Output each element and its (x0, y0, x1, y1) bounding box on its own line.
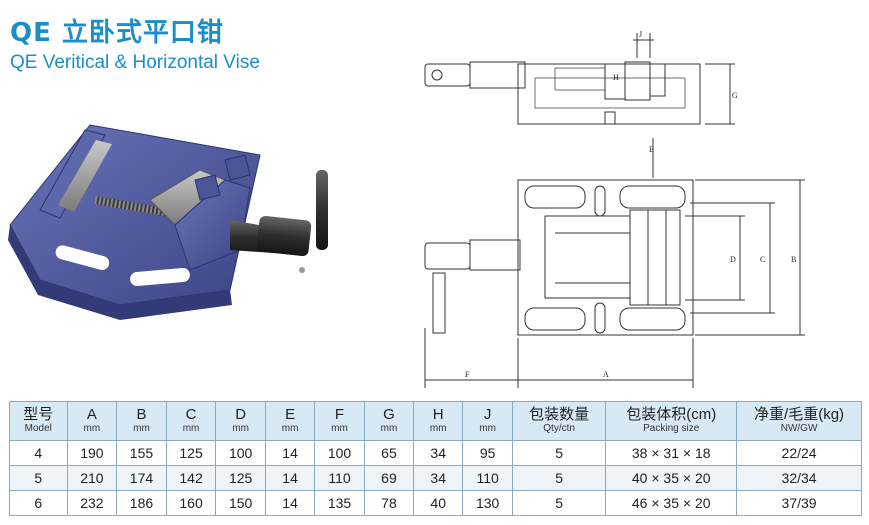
table-cell: 4 (9, 440, 68, 466)
dim-label-h: H (613, 73, 619, 82)
table-cell: 142 (165, 465, 217, 491)
dim-label-c: C (760, 255, 765, 264)
table-cell: 130 (462, 490, 513, 516)
table-cell: 5 (511, 465, 607, 491)
table-cell: 14 (264, 440, 316, 466)
table-cell: 174 (116, 465, 167, 491)
table-cell: 34 (413, 465, 464, 491)
table-cell: 78 (363, 490, 415, 516)
column-header-sub: mm (479, 423, 496, 434)
table-cell: 34 (413, 440, 464, 466)
table-cell: 95 (462, 440, 513, 466)
column-header: 净重/毛重(kg)NW/GW (736, 401, 862, 441)
dim-label-b: B (791, 255, 796, 264)
table-cell: 46 × 35 × 20 (605, 490, 738, 516)
column-header-main: G (383, 406, 395, 423)
column-header-main: F (334, 406, 345, 423)
technical-drawing: J H G E D C B F A (424, 30, 805, 388)
dim-label-j: J (639, 30, 642, 39)
column-header-sub: mm (232, 423, 249, 434)
column-header-main: H (432, 406, 444, 423)
dim-label-e: E (649, 145, 654, 154)
table-cell: 5 (9, 465, 68, 491)
column-header-sub: NW/GW (780, 423, 818, 434)
column-header-sub: mm (331, 423, 348, 434)
table-cell: 5 (511, 490, 607, 516)
table-cell: 232 (66, 490, 118, 516)
vise-product-photo (8, 124, 328, 320)
column-header-sub: mm (182, 423, 200, 434)
table-cell: 186 (116, 490, 167, 516)
table-cell: 22/24 (736, 440, 862, 466)
table-cell: 40 (413, 490, 464, 516)
table-cell: 65 (363, 440, 415, 466)
column-header-main: D (235, 406, 247, 423)
table-cell: 135 (314, 490, 365, 516)
column-header-sub: mm (380, 423, 398, 434)
column-header-main: 包装体积(cm) (626, 406, 717, 423)
table-cell: 110 (462, 465, 513, 491)
column-header-sub: mm (133, 423, 150, 434)
column-header-main: A (86, 406, 97, 423)
table-cell: 14 (264, 465, 316, 491)
table-cell: 210 (66, 465, 118, 491)
table-cell: 69 (363, 465, 415, 491)
side-view-body (517, 63, 701, 125)
dim-label-a: A (603, 370, 609, 379)
column-header-main: 包装数量 (529, 406, 590, 423)
table-cell: 125 (165, 440, 217, 466)
page-title-chinese: QE 立卧式平口钳 (10, 18, 224, 48)
table-cell: 125 (215, 465, 266, 491)
column-header-main: B (136, 406, 147, 423)
table-cell: 40 × 35 × 20 (605, 465, 738, 491)
column-header-sub: Packing size (643, 423, 700, 434)
table-cell: 110 (314, 465, 365, 491)
column-header-main: J (483, 406, 492, 423)
column-header-sub: mm (83, 423, 101, 434)
table-cell: 190 (66, 440, 118, 466)
table-cell: 6 (9, 490, 68, 516)
column-header-main: C (185, 406, 197, 423)
page-title-english: QE Veritical & Horizontal Vise (10, 52, 260, 73)
table-cell: 5 (511, 440, 607, 466)
column-header-main: 净重/毛重(kg) (754, 406, 845, 423)
column-header-main: 型号 (23, 406, 54, 423)
column-header-main: E (285, 406, 296, 423)
column-header-sub: mm (281, 423, 299, 434)
dim-label-d: D (730, 255, 736, 264)
table-cell: 14 (264, 490, 316, 516)
dim-label-f: F (465, 370, 470, 379)
table-cell: 160 (165, 490, 217, 516)
column-header: 包装体积(cm)Packing size (605, 401, 738, 441)
table-cell: 100 (215, 440, 266, 466)
column-header-sub: mm (429, 423, 447, 434)
column-header-sub: Model (24, 423, 52, 434)
column-header-sub: Qty/ctn (543, 423, 575, 434)
table-cell: 38 × 31 × 18 (605, 440, 738, 466)
plan-view-body (517, 179, 694, 336)
dim-label-g: G (732, 91, 738, 100)
table-cell: 100 (314, 440, 365, 466)
table-cell: 150 (215, 490, 266, 516)
table-cell: 155 (116, 440, 167, 466)
table-cell: 32/34 (736, 465, 862, 491)
table-cell: 37/39 (736, 490, 862, 516)
